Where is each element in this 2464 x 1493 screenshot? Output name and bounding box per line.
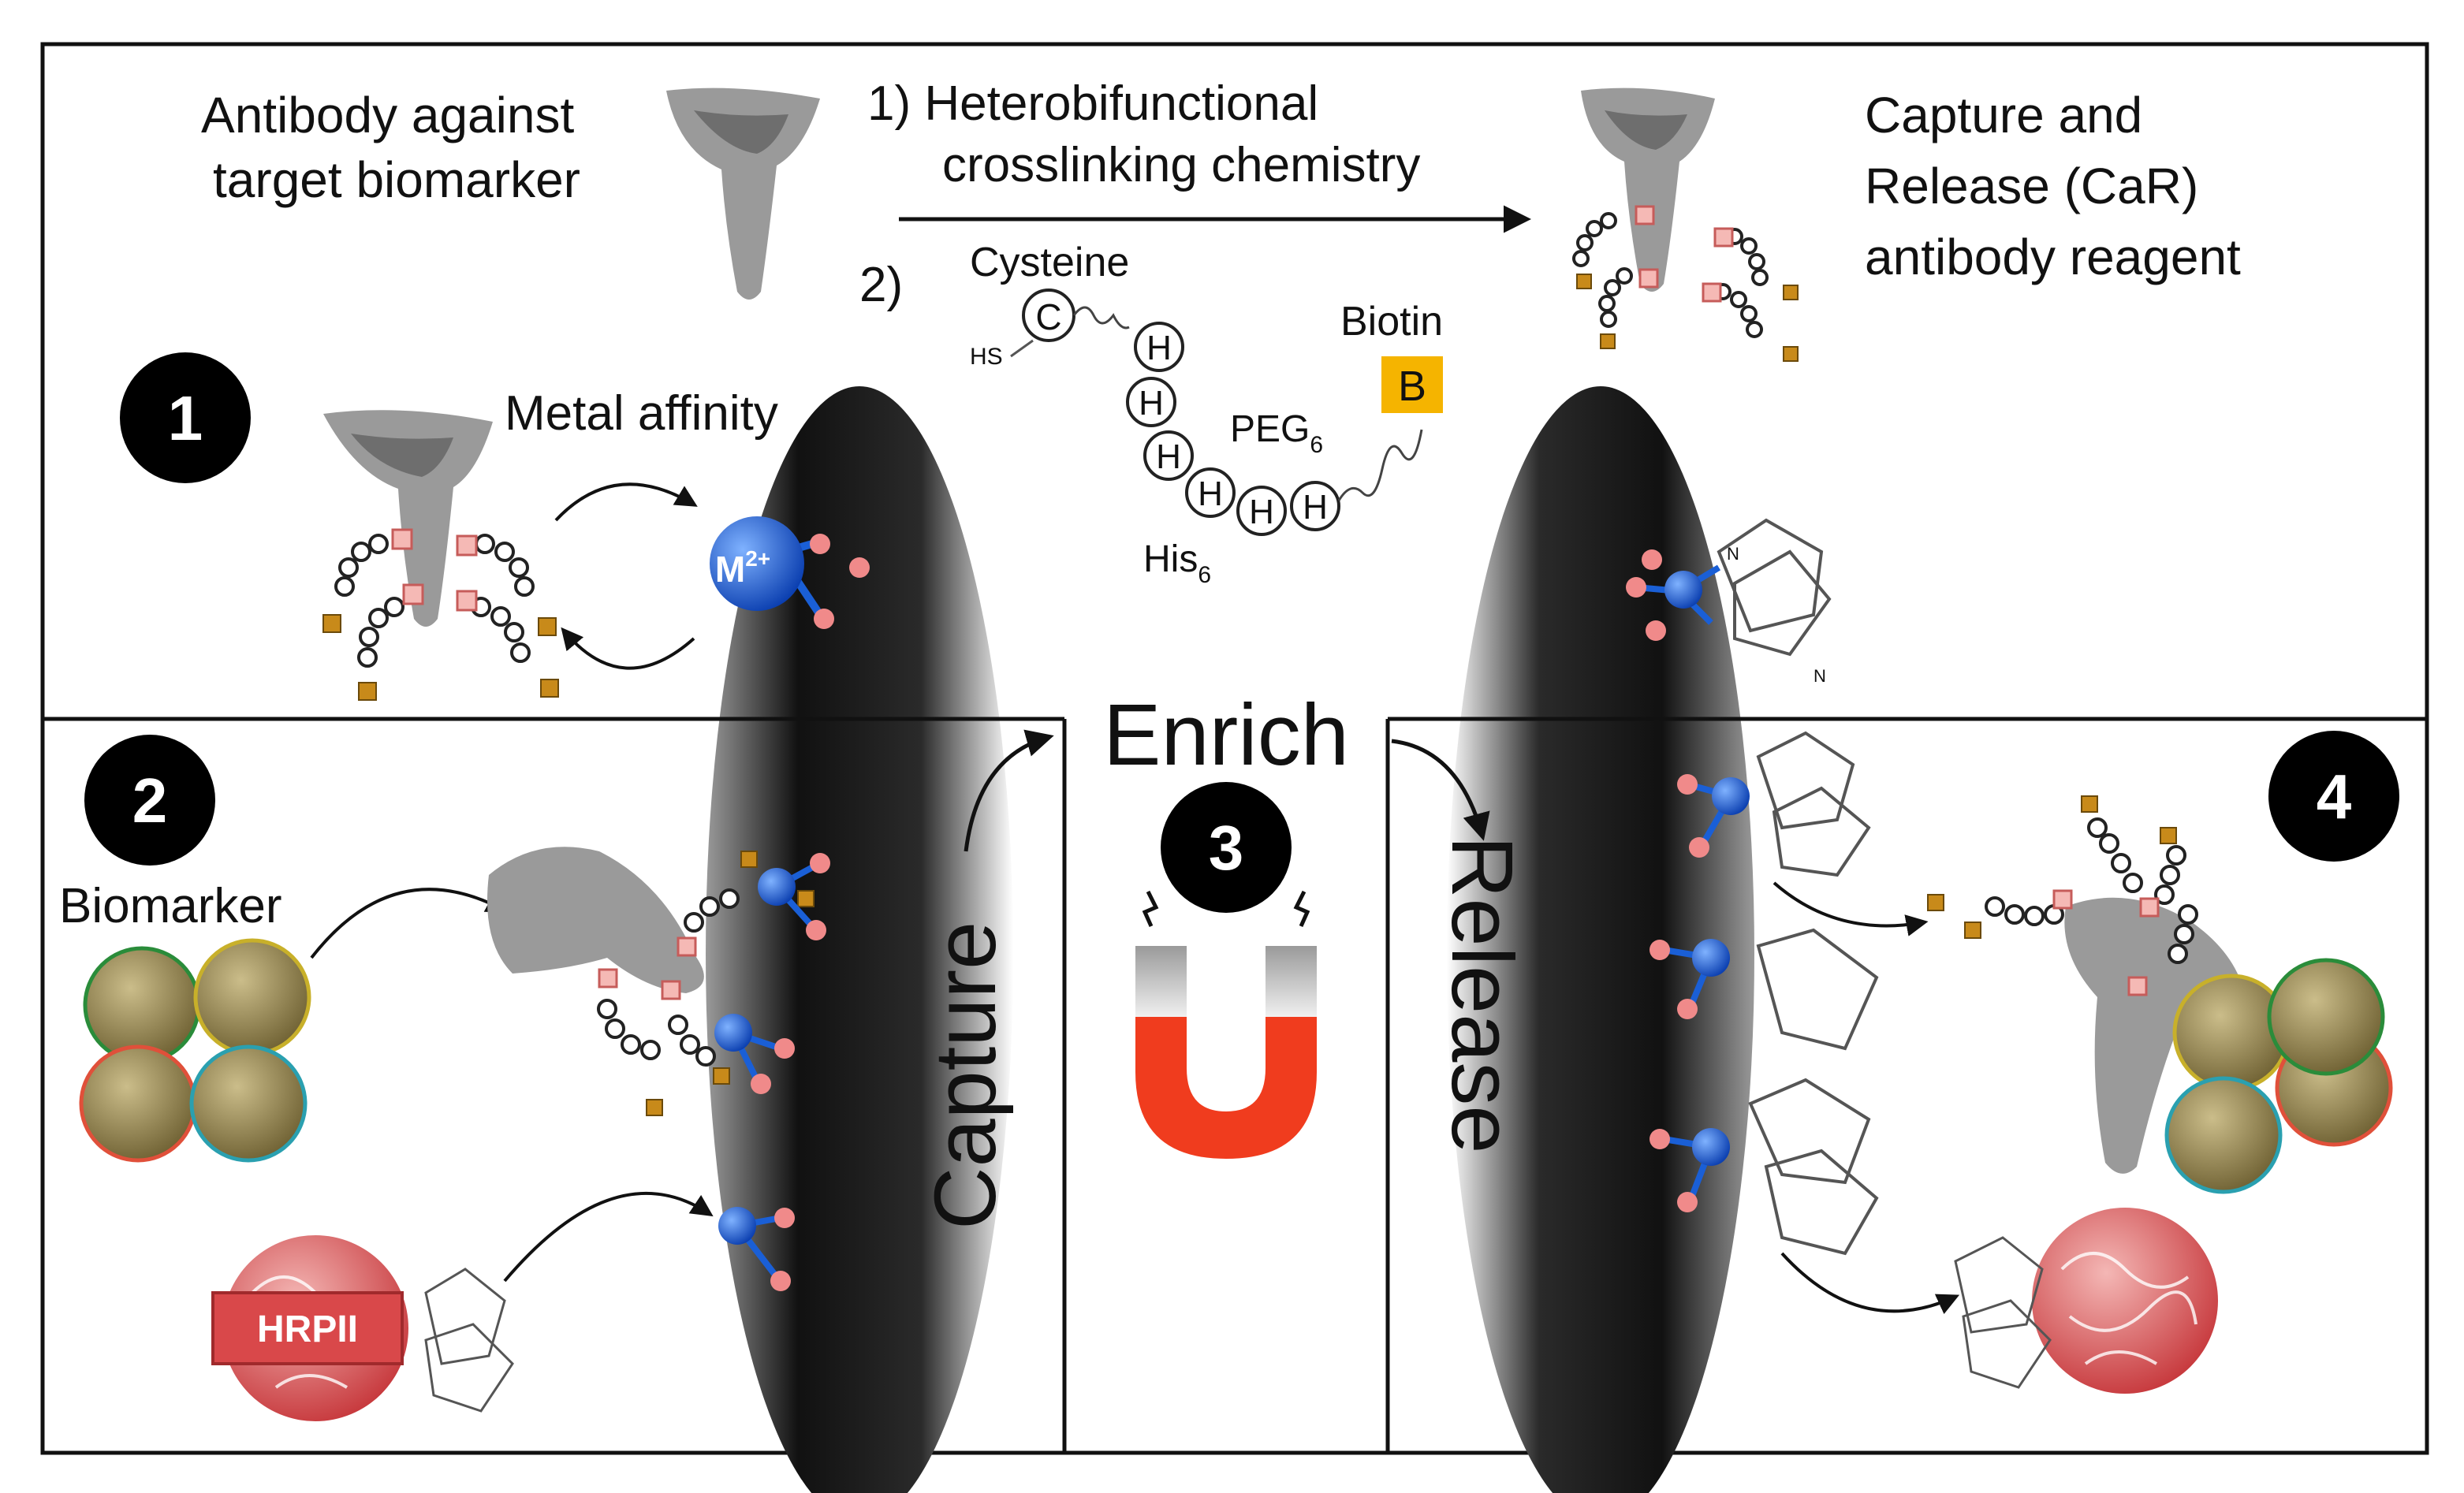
car-reagent-icon [1572,87,1799,362]
cysteine-letter: C [1035,296,1061,337]
step1-label-line2: crosslinking chemistry [942,138,1420,192]
step2-marker: 2) [859,258,903,312]
release-arrow-hrpii [1780,1252,1960,1315]
released-biomarker-icon [2164,958,2393,1194]
bead-right-imidazole-complexes [1650,731,1879,1256]
released-antibody-complex [1927,795,2247,1174]
his-letter-2: H [1139,384,1164,423]
car-label-line3: antibody reagent [1865,229,2241,285]
peg-subscript: 6 [1310,432,1323,458]
biomarker-icon [79,938,311,1163]
his-text: His [1143,538,1198,580]
his-letter-4: H [1198,475,1223,513]
his-letter-3: H [1156,437,1181,476]
antibody-label-line2: target biomarker [213,151,580,208]
his-letter-5: H [1249,493,1274,531]
antibody-label-line1: Antibody against [201,87,574,143]
n-label-1: N [1727,544,1739,564]
car-antibody-panel1 [322,410,559,701]
metal-affinity-label: Metal affinity [505,386,778,441]
enrich-label: Enrich [1103,687,1349,784]
step-badge-1 [120,352,251,483]
biotin-label: Biotin [1340,299,1443,344]
release-label: Release [1433,836,1530,1154]
n-label-2: N [1814,666,1826,686]
hrpii-binding-arrow [503,1191,714,1283]
his-tag-linker: Cysteine HS C H H H H H H PEG6 His6 Biot… [970,240,1443,588]
hs-label: HS [970,344,1003,370]
release-arrow [1391,739,1490,841]
metal-affinity-arrow-out [561,627,695,670]
magnet-icon [1135,890,1317,1159]
step-badge-2 [84,735,215,866]
car-label-line1: Capture and [1865,87,2142,143]
his-residue-1 [1134,322,1184,372]
biomarker-binding-arrow [310,888,509,959]
biomarker-label: Biomarker [59,879,282,933]
release-arrow-biomarker [1773,881,1929,936]
metal-affinity-arrow-in [554,482,698,522]
bead-left-metal-sites [714,853,830,1291]
step1-label-line1: 1) Heterobifunctional [867,76,1318,131]
his-subscript: 6 [1198,562,1211,588]
peg-label: PEG6 [1230,408,1323,458]
hrpii-icon [211,1235,514,1421]
his-residue-5 [1236,486,1287,536]
step-badge-3 [1161,782,1292,913]
metal-label: M2+ [715,546,770,590]
his-residue-3 [1143,430,1194,481]
bead-right-imidazole-complex-top: N N [1626,518,1832,686]
car-label-line2: Release (CaR) [1865,158,2198,214]
peg-text: PEG [1230,408,1310,450]
released-hrpii-icon [1954,1208,2218,1394]
magnetic-bead-right [1447,386,1754,1493]
step-badge-4 [2268,731,2399,862]
step-number-3: 3 [1209,813,1244,883]
his6-label: His6 [1143,538,1211,588]
his-letter-1: H [1146,329,1172,367]
hrpii-label: HRPII [257,1309,358,1350]
metal-ion-icon [710,516,870,629]
metal-superscript: 2+ [745,546,770,571]
metal-text: M [715,549,745,590]
step-number-1: 1 [168,383,203,453]
capture-antibody-complex [487,847,814,1116]
his-residue-6 [1290,481,1340,531]
capture-label: Capture [917,921,1014,1230]
cysteine-label: Cysteine [970,240,1129,285]
his-residue-2 [1126,377,1176,427]
biotin-block [1381,356,1443,413]
his-letter-6: H [1303,488,1328,527]
outer-frame [40,42,2429,1455]
biotin-letter: B [1398,363,1426,410]
step-number-2: 2 [132,765,168,836]
antibody-icon [666,87,820,300]
capture-arrow [964,729,1054,852]
his-residue-4 [1185,467,1236,518]
step-number-4: 4 [2317,761,2352,832]
